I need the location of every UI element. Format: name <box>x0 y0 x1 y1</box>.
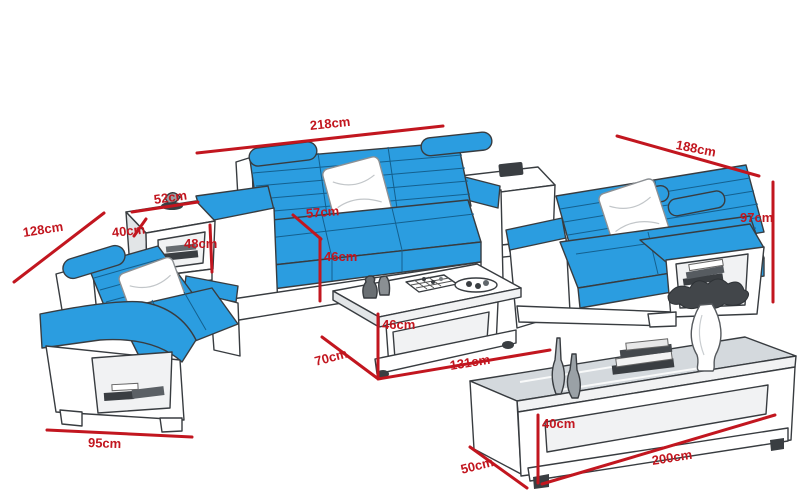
dimension-line-tv-stand-length <box>540 413 777 486</box>
dimension-line-tv-stand-depth <box>468 445 529 490</box>
plant-foliage <box>667 278 750 310</box>
dimension-line-armchair-diagonal <box>12 211 106 284</box>
tv-stand-drawing <box>469 336 797 489</box>
slim-vase-1 <box>551 337 566 395</box>
coffee-table-decor <box>362 274 498 299</box>
dim-label-coffee-table-height: 46cm <box>382 317 416 332</box>
dim-label-armchair-width: 95cm <box>87 435 122 452</box>
armchair-bolster-pillow <box>62 244 126 280</box>
slim-vase-2 <box>566 353 581 399</box>
decor-box <box>498 161 524 178</box>
dimension-line-side-table-height <box>208 223 214 274</box>
dim-label-sofa-seat-depth: 57cm <box>305 203 340 221</box>
coffee-table-drawing <box>332 263 522 378</box>
tv-stand-decor <box>551 337 675 399</box>
dimension-line-coffee-table-depth <box>320 335 379 380</box>
armchair-drawing <box>39 244 241 433</box>
dimension-line-sofa-width <box>195 124 445 155</box>
sofa-headrest-right <box>420 131 493 157</box>
loveseat-headrest-right <box>667 190 726 217</box>
dimension-lines <box>12 124 777 490</box>
dim-label-sofa-seat-height: 46cm <box>324 249 358 264</box>
dim-label-loveseat-height: 97cm <box>740 210 774 225</box>
dimension-line-side-table-width <box>130 200 200 214</box>
dim-label-side-table-height: 48cm <box>184 236 218 251</box>
dimension-line-armchair-width <box>45 428 194 439</box>
loveseat-drawing <box>505 164 765 329</box>
books-in-side-table <box>163 243 199 261</box>
books-on-tv-stand <box>611 338 675 375</box>
dimension-line-sofa-seat-depth <box>291 213 323 241</box>
floor-vase-drawing <box>690 303 722 372</box>
dimension-line-loveseat-width <box>615 134 761 178</box>
dimension-line-side-table-depth <box>132 217 148 238</box>
dim-label-tv-stand-height: 40cm <box>542 416 576 431</box>
dimension-line-coffee-table-length <box>376 348 552 381</box>
books-in-loveseat-shelf <box>682 258 725 286</box>
books-in-armchair-shelf <box>103 382 165 402</box>
